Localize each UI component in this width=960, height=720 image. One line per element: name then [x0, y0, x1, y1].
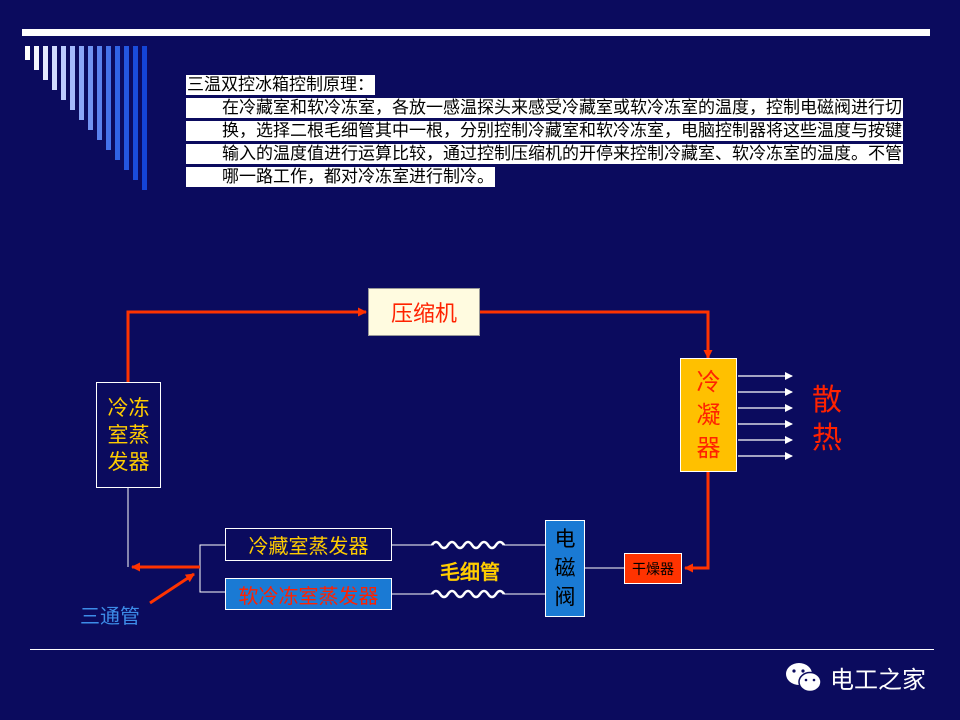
deco-bar: [52, 46, 57, 90]
dryer-box: 干燥器: [624, 553, 682, 584]
capillary-label-box: 毛细管: [430, 556, 510, 584]
dryer-label: 干燥器: [632, 561, 674, 578]
intro-text: 三温双控冰箱控制原理： 在冷藏室和软冷冻室，各放一感温探头来感受冷藏室或软冷冻室…: [186, 74, 906, 189]
wechat-icon: [786, 662, 822, 692]
heat-line: 散: [812, 383, 842, 418]
deco-bar: [88, 46, 93, 130]
deco-bar: [79, 46, 84, 120]
deco-bar: [133, 46, 138, 180]
solenoid-valve-box: 电 磁 阀: [545, 520, 585, 617]
soft-freezer-evaporator-label: 软冷冻室蒸发器: [238, 583, 379, 608]
deco-bar: [97, 46, 102, 140]
condenser-box: 冷 凝 器: [680, 358, 737, 472]
capillary-label: 毛细管: [440, 559, 500, 584]
heat-arrows: [738, 372, 793, 460]
watermark: 电工之家: [784, 660, 926, 695]
soft-freezer-evaporator-box: 软冷冻室蒸发器: [225, 578, 392, 610]
freezer-evaporator-line: 发器: [107, 449, 150, 474]
deco-bar: [106, 46, 111, 150]
capillary-coil-upper: [430, 540, 506, 550]
bottom-rule: [30, 649, 934, 650]
compressor-box: 压缩机: [368, 288, 480, 336]
pipe-to-compressor: [126, 307, 367, 382]
watermark-text: 电工之家: [830, 666, 926, 694]
solenoid-valve-line: 电: [554, 527, 576, 551]
heat-line: 热: [812, 421, 842, 456]
pipe-to-condenser: [480, 310, 713, 359]
capillary-coil-lower: [430, 589, 506, 599]
condenser-line: 器: [696, 433, 721, 462]
fridge-evaporator-label: 冷藏室蒸发器: [248, 534, 369, 558]
freezer-evaporator-box: 冷冻 室蒸 发器: [96, 382, 161, 488]
solenoid-valve-line: 磁: [554, 556, 576, 580]
fridge-evaporator-box: 冷藏室蒸发器: [225, 528, 392, 561]
freezer-evaporator-line: 室蒸: [107, 422, 150, 447]
deco-bar: [142, 46, 147, 190]
condenser-line: 冷: [696, 367, 721, 396]
three-way-pointer: [149, 572, 195, 605]
evaporator-bracket: [199, 544, 225, 593]
compressor-label: 压缩机: [390, 302, 457, 327]
deco-bar: [115, 46, 120, 160]
deco-bar: [124, 46, 129, 170]
freezer-evaporator-line: 冷冻: [107, 395, 150, 420]
solenoid-valve-line: 阀: [554, 585, 576, 609]
intro-heading: 三温双控冰箱控制原理：: [186, 75, 375, 95]
deco-bar: [25, 46, 30, 60]
deco-bar: [34, 46, 39, 70]
heat-dissipation-label: 散 热: [805, 380, 849, 460]
pipe-to-dryer: [684, 472, 710, 573]
deco-bar: [61, 46, 66, 100]
condenser-line: 凝: [696, 400, 721, 429]
deco-bar: [70, 46, 75, 110]
three-way-pipe-label: 三通管: [80, 604, 140, 628]
top-rule: [22, 29, 930, 36]
deco-bar: [43, 46, 48, 80]
